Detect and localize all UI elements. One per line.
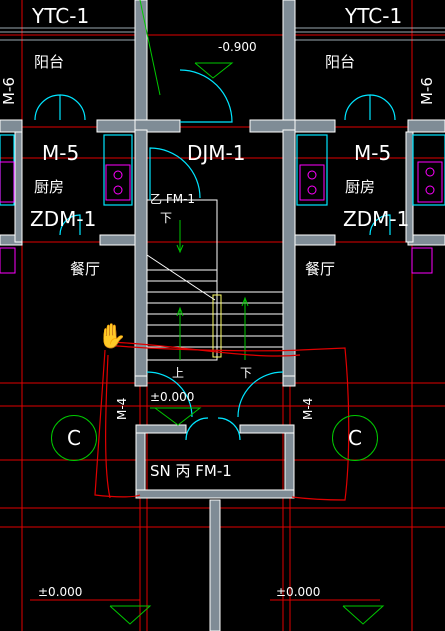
- hand-cursor-icon: ✋: [97, 322, 127, 350]
- elevation-bottom-left-label: ±0.000: [38, 585, 83, 599]
- m6-label-right: M-6: [418, 77, 436, 105]
- ytc-label-right: YTC-1: [345, 4, 403, 28]
- stair-arrows: [139, 0, 249, 360]
- balcony-label-right: 阳台: [325, 53, 356, 71]
- grid-axis-bubble-right: C: [332, 415, 378, 461]
- m4-label-left: M-4: [115, 397, 129, 420]
- elevation-top-label: -0.900: [218, 40, 257, 54]
- grid-axis-label-right: C: [348, 426, 362, 450]
- djm-label: DJM-1: [187, 141, 246, 165]
- kitchen-fixtures: [0, 161, 443, 274]
- dining-label-right: 餐厅: [305, 260, 336, 278]
- m4-label-right: M-4: [301, 397, 315, 420]
- balcony-rails: [0, 27, 445, 41]
- m5-label-left: M-5: [42, 141, 80, 165]
- elevation-bottom-right-label: ±0.000: [276, 585, 321, 599]
- ytc-label-left: YTC-1: [32, 4, 90, 28]
- down-label-lower: 下: [240, 366, 253, 380]
- fm-label-upper: 乙 FM-1: [150, 192, 196, 206]
- sn-fm-label: SN 丙 FM-1: [150, 462, 232, 480]
- m5-label-right: M-5: [354, 141, 392, 165]
- elevation-markers: [109, 62, 385, 625]
- grid-axis-bubble-left: C: [51, 415, 97, 461]
- down-label-upper: 下: [160, 211, 173, 225]
- kitchen-label-left: 厨房: [34, 178, 65, 196]
- zdm-label-left: ZDM-1: [30, 207, 97, 231]
- doors: [0, 69, 445, 441]
- elevation-mid-label: ±0.000: [150, 390, 195, 404]
- kitchen-label-right: 厨房: [345, 178, 376, 196]
- grid-axis-label-left: C: [67, 426, 81, 450]
- dining-label-left: 餐厅: [70, 260, 101, 278]
- markup-scribble: [94, 341, 350, 501]
- up-label-lower: 上: [172, 366, 185, 380]
- m6-label-left: M-6: [0, 77, 18, 105]
- zdm-label-right: ZDM-1: [343, 207, 410, 231]
- balcony-label-left: 阳台: [34, 53, 65, 71]
